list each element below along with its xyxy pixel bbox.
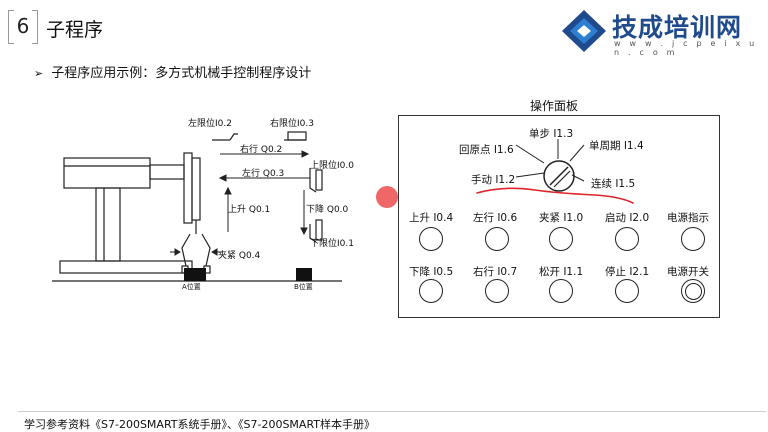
- btn-label-power-switch: 电源开关: [667, 266, 709, 278]
- move-right-label: 右行 Q0.2: [240, 145, 283, 155]
- btn-label-lower: 下降 I0.5: [409, 266, 454, 278]
- btn-label-move-left: 左行 I0.6: [473, 212, 518, 224]
- selector-manual-label: 手动 I1.2: [471, 174, 516, 186]
- operation-panel: 单步 I1.3 回原点 I1.6 单周期 I1.4 手动 I1.2 连续 I1.…: [398, 115, 720, 318]
- move-down-label: 下降 Q0.0: [306, 205, 349, 215]
- btn-label-move-right: 右行 I0.7: [473, 266, 518, 278]
- start-button[interactable]: [615, 227, 639, 251]
- panel-title: 操作面板: [530, 99, 579, 113]
- raise-button[interactable]: [419, 227, 443, 251]
- laser-pointer-dot: [376, 186, 398, 208]
- move-right-button[interactable]: [485, 279, 509, 303]
- page-title: 子程序: [46, 19, 104, 41]
- move-up-label: 上升 Q0.1: [228, 205, 271, 215]
- selector-single-step-label: 单步 I1.3: [529, 128, 574, 140]
- bullet-text: 子程序应用示例：多方式机械手控制程序设计: [51, 66, 312, 81]
- manipulator-drawing: [52, 131, 342, 282]
- selector-single-cycle-label: 单周期 I1.4: [589, 140, 644, 152]
- stop-button[interactable]: [615, 279, 639, 303]
- logo-url: w w w . j c p e i x u n . c o m: [614, 39, 758, 57]
- chapter-number-box: 6: [8, 10, 38, 44]
- selector-home-label: 回原点 I1.6: [459, 144, 514, 156]
- footer-divider: [18, 411, 766, 412]
- release-button[interactable]: [549, 279, 573, 303]
- selector-leader-lines: [515, 138, 584, 181]
- chapter-number: 6: [16, 14, 30, 38]
- clamp-label: 夹紧 Q0.4: [218, 251, 261, 261]
- btn-label-release: 松开 I1.1: [539, 266, 584, 278]
- bullet-arrow-icon: ➢: [34, 67, 44, 80]
- upper-limit-label: 上限位I0.0: [310, 161, 354, 171]
- btn-label-clamp: 夹紧 I1.0: [539, 212, 584, 224]
- move-left-label: 左行 Q0.3: [242, 169, 285, 179]
- btn-label-raise: 上升 I0.4: [409, 212, 454, 224]
- manipulator-diagram: 左限位I0.2 右限位I0.3 右行 Q0.2 左行 Q0.3 上限位I0.0 …: [52, 110, 362, 295]
- position-b-label: B位置: [294, 283, 313, 291]
- btn-label-stop: 停止 I2.1: [605, 266, 650, 278]
- lower-limit-label: 下限位I0.1: [310, 239, 354, 249]
- clamp-button[interactable]: [549, 227, 573, 251]
- footer-reference: 学习参考资料《S7-200SMART系统手册》、《S7-200SMART样本手册…: [24, 418, 376, 431]
- right-limit-label: 右限位I0.3: [270, 119, 314, 129]
- red-annotation-scribble: [476, 187, 634, 204]
- content-bullet: ➢ 子程序应用示例：多方式机械手控制程序设计: [34, 62, 311, 81]
- logo-diamond-icon: [562, 10, 606, 52]
- mode-selector-icon[interactable]: [541, 158, 577, 194]
- brand-logo: 技成培训网 w w w . j c p e i x u n . c o m: [560, 8, 760, 57]
- logo-name: 技成培训网: [612, 13, 743, 42]
- move-left-button[interactable]: [485, 227, 509, 251]
- btn-label-power-indicator: 电源指示: [667, 212, 709, 224]
- left-limit-label: 左限位I0.2: [188, 119, 232, 129]
- selector-continuous-label: 连续 I1.5: [591, 178, 636, 190]
- btn-label-start: 启动 I2.0: [605, 212, 650, 224]
- power-indicator-lamp: [681, 227, 705, 251]
- lower-button[interactable]: [419, 279, 443, 303]
- position-a-label: A位置: [182, 283, 201, 291]
- power-switch-button[interactable]: [681, 279, 705, 303]
